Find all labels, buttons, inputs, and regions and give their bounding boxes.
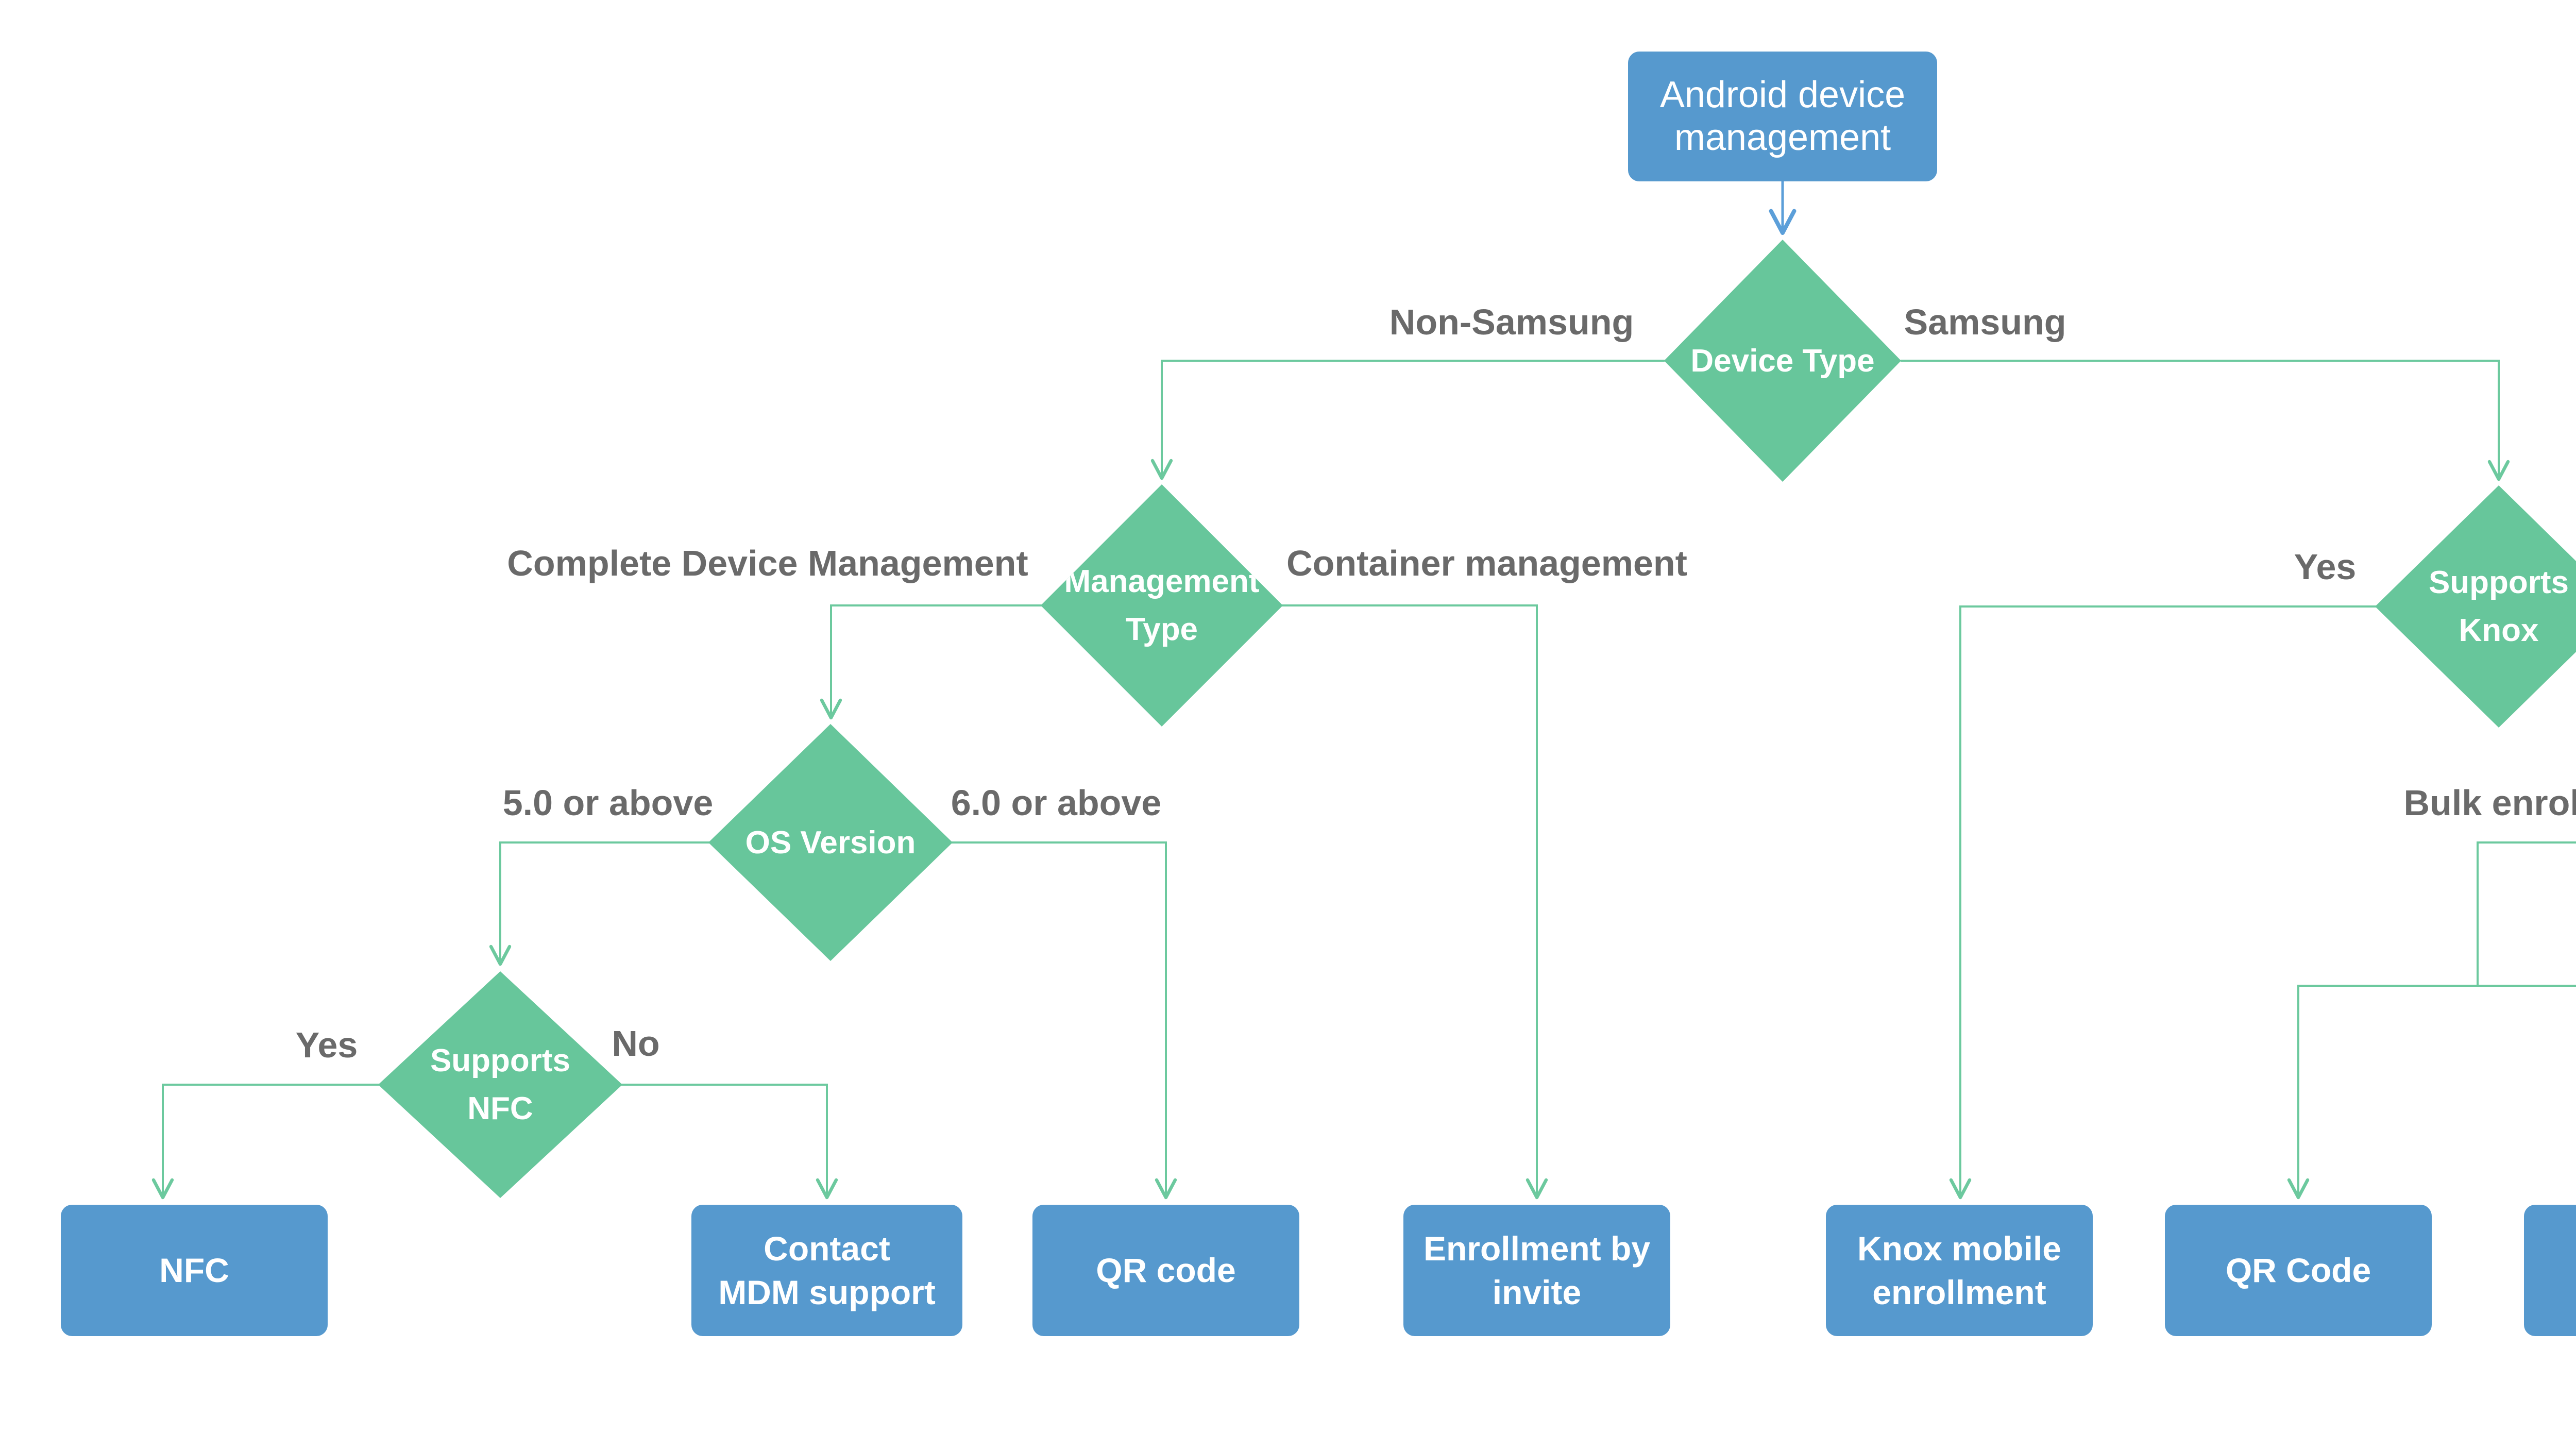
edge-knox-yes	[1949, 605, 2376, 1200]
edge-nfc-no	[621, 1084, 838, 1200]
edge-nfc-yes	[151, 1084, 379, 1200]
node-enrollment-by-invite-left: Enrollment by invite	[1403, 1205, 1670, 1336]
node-nfc-right: NFC	[2524, 1205, 2576, 1336]
edge-label-nfc-no: No	[612, 1023, 660, 1064]
edge-label-bulk-enrollment: Bulk enrollment	[2403, 783, 2576, 823]
node-knox-mobile-enrollment: Knox mobile enrollment	[1826, 1205, 2093, 1336]
node-nfc-left: NFC	[61, 1205, 328, 1336]
edge-label-os-50-or-above: 5.0 or above	[502, 783, 714, 823]
node-contact-mdm-support: Contact MDM support	[691, 1205, 962, 1336]
edge-management-container	[1282, 604, 1548, 1200]
edge-label-samsung: Samsung	[1904, 302, 2066, 342]
edge-label-non-samsung: Non-Samsung	[1389, 302, 1634, 342]
edge-device-type-samsung	[1901, 360, 2510, 481]
edge-label-container-management: Container management	[1286, 543, 1687, 583]
edge-device-type-non-samsung	[1150, 360, 1665, 480]
edge-management-complete	[820, 604, 1042, 720]
node-qr-code-left: QR code	[1032, 1205, 1299, 1336]
edge-label-os-60-or-above: 6.0 or above	[951, 783, 1162, 823]
node-qr-code-right: QR Code	[2165, 1205, 2432, 1336]
node-android-device-management: Android device management	[1628, 52, 1937, 181]
edge-label-knox-yes: Yes	[2294, 547, 2357, 587]
edge-os-50	[489, 841, 709, 966]
edge-enrollment-bulk	[2477, 841, 2576, 986]
edge-os-60	[952, 841, 1177, 1200]
edge-label-complete-device-management: Complete Device Management	[507, 543, 1028, 583]
edge-label-nfc-yes: Yes	[295, 1025, 358, 1065]
